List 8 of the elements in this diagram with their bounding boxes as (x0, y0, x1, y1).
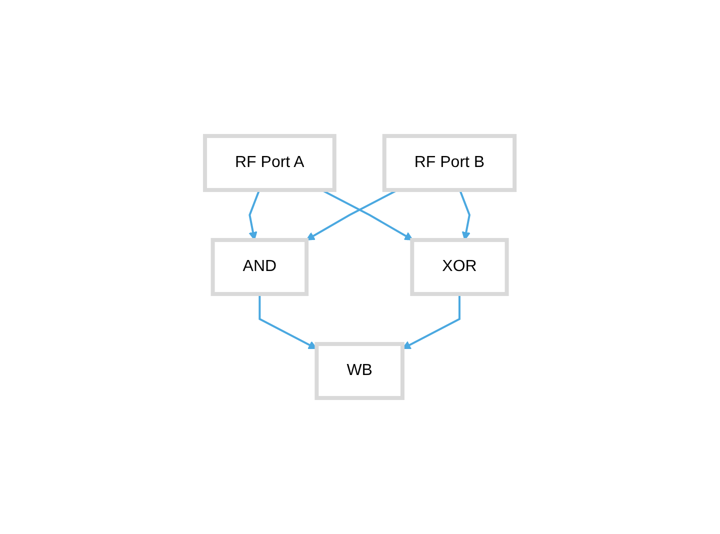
arrow (248, 190, 260, 240)
node-box: RF Port B (382, 134, 517, 192)
node-box: RF Port A (203, 134, 337, 192)
node-box: WB (314, 342, 405, 400)
arrow (402, 294, 461, 350)
arrow (459, 190, 471, 240)
node-box: XOR (410, 238, 510, 296)
node-box: AND (211, 238, 309, 296)
